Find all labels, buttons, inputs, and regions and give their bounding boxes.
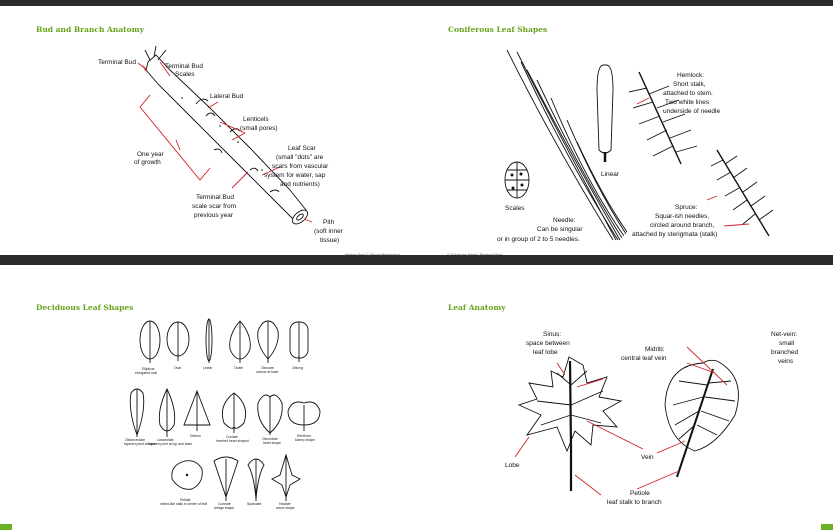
leaf-linear [206,319,212,363]
label-pith-1: Pith [323,219,335,226]
label-obovate-sub: narrow at base [256,370,279,374]
label-terminal-bud: Terminal Bud [98,59,136,66]
label-peltate-sub: shield-like stalk in center of leaf [160,502,207,506]
label-leaf-scar-3: scars from vascular [272,163,329,170]
spruce-sprig [711,150,773,236]
leaf-obovate [258,321,279,363]
label-midrib-2: central leaf vein [621,355,667,362]
label-netvein-3: branched [771,349,798,356]
label-linear: Linear [601,171,620,178]
label-midrib-1: Midrib: [645,346,665,353]
maple-leaf [519,357,621,491]
label-oblong: Oblong [292,366,303,370]
linear-leaf [597,65,613,153]
label-vein: Vein [641,454,654,461]
label-sinus-3: leaf lobe [533,349,558,356]
label-hemlock-3: attached to stem. [663,90,713,97]
label-pith-2: (soft inner [314,228,344,235]
label-lanceolate-sub: tapered point at top and base [148,442,192,446]
leaf-hastate [272,455,300,501]
label-petiole-2: leaf stalk to branch [607,499,662,506]
label-needle-3: or in group of 2 to 5 needles. [497,236,580,243]
label-spruce-2: Squar-ish needles, [655,213,709,220]
leaf-deltoid [184,391,210,431]
label-leaf-scar-1: Leaf Scar [288,145,317,152]
label-hastate-sub: arrow shape [276,506,295,510]
leaf-cuneate [214,457,238,501]
label-sinus-1: Sinus: [543,331,561,338]
label-tb-scar-3: previous year [194,212,234,219]
label-lateral-bud: Lateral Bud [210,93,244,100]
label-elliptical-sub: elongated oval [135,371,157,375]
label-one-year-2: of growth [134,159,161,166]
label-scales: Scales [505,205,525,212]
leaf-spatulate [248,459,264,501]
label-needle-1: Needle: [553,217,576,224]
scales-cone [505,162,529,198]
leaf-anatomy-diagram: Sinus: space between leaf lobe Midrib: c… [417,265,833,530]
label-obcordate-sub: heart shape [263,441,281,445]
deciduous-shapes: Elliptical elongated oval Oval Linear Ov… [0,265,416,530]
label-needle-2: Can be singular [537,226,583,233]
leaf-oblanceolate [130,389,144,437]
leaf-ovate [230,321,251,363]
label-lobe: Lobe [505,462,520,469]
label-spruce-4: attached by sterigmata (stalk) [632,231,717,238]
bottom-dark-bar [0,255,833,265]
label-tb-scar-1: Terminal Bud [196,194,234,201]
label-netvein-2: small [779,340,795,347]
label-ovate: Ovate [234,366,243,370]
label-leaf-scar-4: system for water, sap [264,172,326,179]
label-hemlock-5: underside of needle [663,108,720,115]
label-spruce-1: Spruce: [675,204,698,211]
conifer-diagram: Hemlock: Short stalk, attached to stem. … [417,0,833,265]
leaf-cordate [222,393,245,433]
page-coniferous: Coniferous Leaf Shapes [417,0,833,265]
label-pith-3: tissue) [320,237,339,244]
label-cordate-sub: inverted heart shaped [216,439,249,443]
page-deciduous: Deciduous Leaf Shapes Elliptical elongat… [0,265,416,530]
label-netvein-4: veins [778,358,794,365]
label-hemlock-1: Hemlock: [677,72,704,79]
branch-diagram: Terminal Bud Terminal Bud Scales Lateral… [0,0,416,265]
label-deltoid: Deltoid [190,434,201,438]
label-netvein-1: Net-vein: [771,331,797,338]
label-oval: Oval [174,366,181,370]
label-linear-shape: Linear [203,366,213,370]
label-terminal-bud-scales-1: Terminal Bud [165,63,203,70]
label-sinus-2: space between [526,340,570,347]
label-terminal-bud-scales-2: Scales [175,71,195,78]
label-hemlock-4: Two white lines [665,99,710,106]
leaf-lanceolate [159,389,174,437]
leaf-peltate [172,461,203,490]
label-spatulate: Spatulate [247,502,261,506]
label-one-year-1: One year [137,151,165,158]
label-spruce-3: circled around branch, [650,222,715,229]
page-leaf-anatomy: Leaf Anatomy Sinus: [417,265,833,530]
label-leaf-scar-2: (small "dots" are [276,154,324,161]
page-bud-branch: Bud and Branch Anatomy [0,0,416,265]
page-number-tab [0,524,12,530]
page-number-tab [821,524,833,530]
spread-top: Bud and Branch Anatomy [0,0,833,265]
label-tb-scar-2: scale scar from [192,203,236,210]
heart-leaf [665,360,738,477]
leaf-reniform [288,402,320,431]
label-reniform-sub: kidney shape [295,438,315,442]
leaf-oval [167,322,189,361]
label-lenticels-2: (small pores) [240,125,278,132]
label-cuneate-sub: wedge shape [214,506,234,510]
spread-bottom: Deciduous Leaf Shapes Elliptical elongat… [0,265,833,530]
label-lenticels-1: Lenticels [243,116,269,123]
leaf-elliptical [140,321,160,363]
leaf-obcordate [258,395,283,435]
label-petiole-1: Petiole [630,490,650,497]
label-hemlock-2: Short stalk, [673,81,706,88]
leaf-oblong [290,322,308,362]
label-leaf-scar-5: and nutrients) [280,181,320,188]
